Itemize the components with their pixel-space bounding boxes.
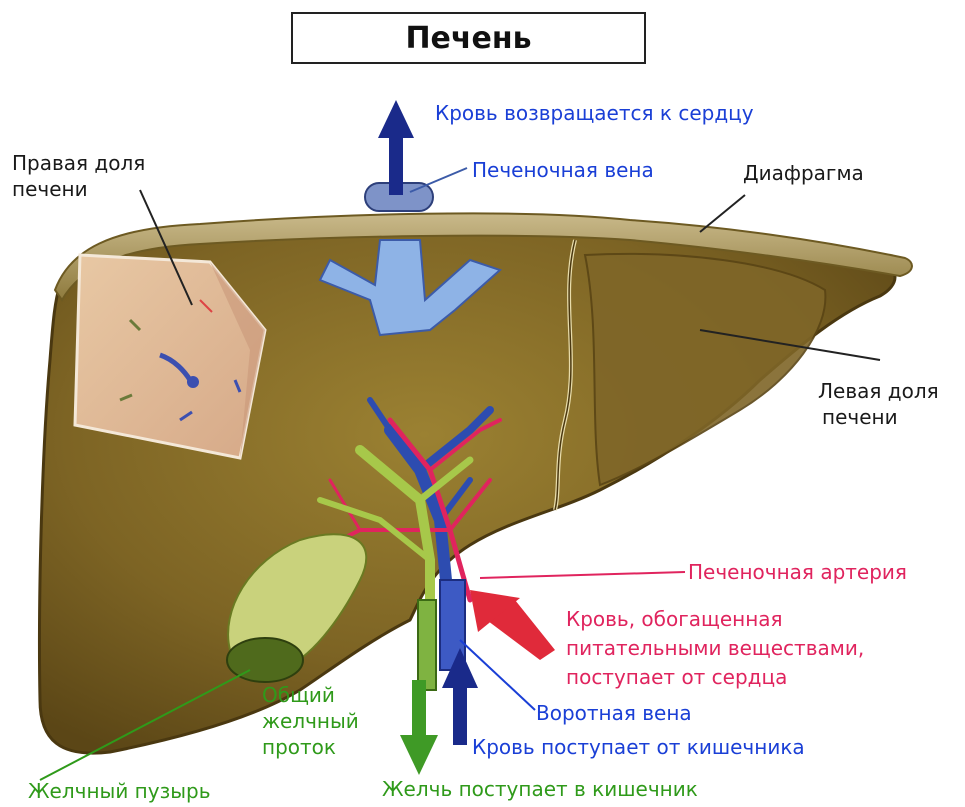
label-blood-to-heart: Кровь возвращается к сердцу [435,100,754,126]
label-common-duct-line3: проток [262,734,336,760]
label-nutrient-blood-line1: Кровь, обогащенная [566,606,783,632]
arrow-up-to-heart [378,100,414,195]
label-common-duct-line2: желчный [262,708,359,734]
label-common-duct-line1: Общий [262,682,335,708]
label-nutrient-blood-line2: питательными веществами, [566,635,864,661]
label-hepatic-vein: Печеночная вена [472,157,654,183]
arrow-artery-in [470,590,555,660]
page-title: Печень [291,12,646,64]
label-right-lobe-line2: печени [12,176,88,202]
common-bile-duct-trunk [418,600,436,690]
label-bile-to-intestine: Желчь поступает в кишечник [382,776,698,802]
label-gallbladder: Желчный пузырь [28,778,211,804]
label-nutrient-blood-line3: поступает от сердца [566,664,787,690]
label-left-lobe-line2: печени [822,404,898,430]
label-hepatic-artery: Печеночная артерия [688,559,907,585]
label-blood-from-intestine: Кровь поступает от кишечника [472,734,805,760]
arrow-down-bile [400,680,438,775]
label-left-lobe-line1: Левая доля [818,378,939,404]
label-portal-vein: Воротная вена [536,700,692,726]
label-diaphragm: Диафрагма [743,160,864,186]
label-right-lobe-line1: Правая доля [12,150,145,176]
